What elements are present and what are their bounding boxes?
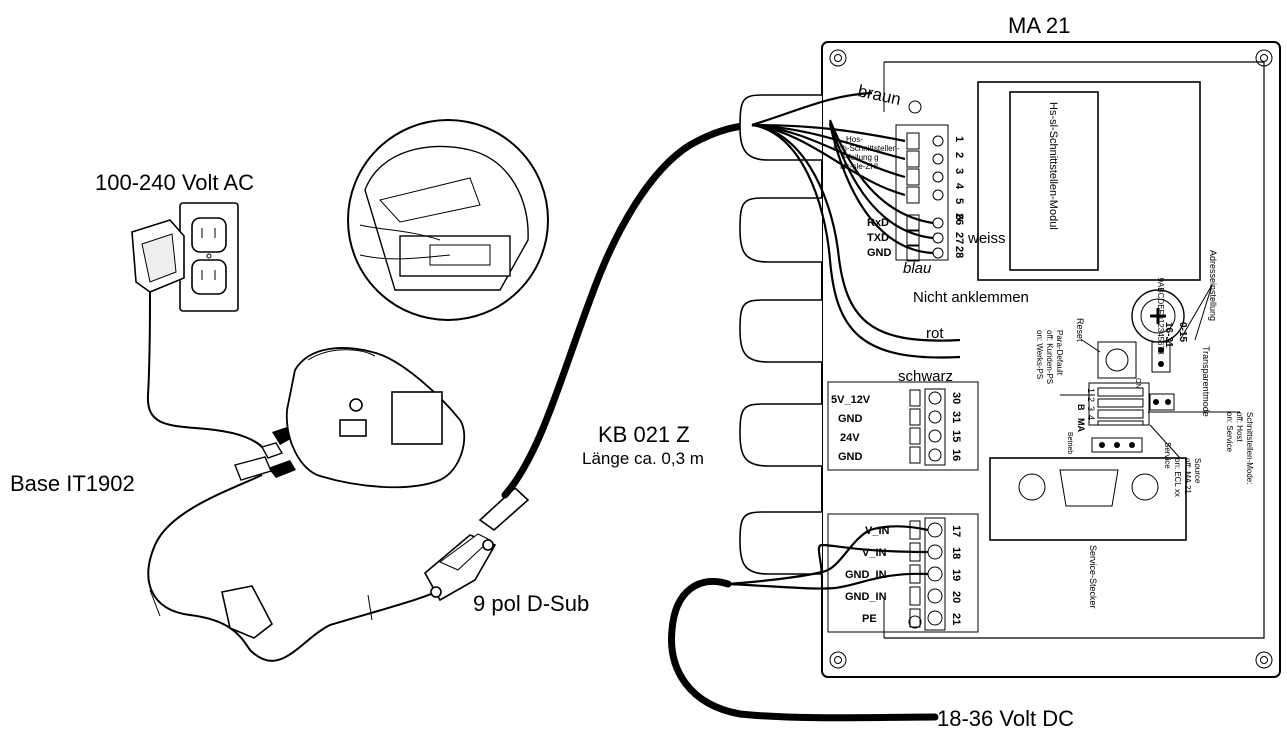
dsub-connector [423, 533, 497, 602]
svg-text:Reset: Reset [1075, 318, 1085, 342]
svg-text:TXD: TXD [867, 232, 889, 244]
svg-text:27: 27 [953, 232, 965, 244]
label-kb-name: KB 021 Z [598, 422, 690, 447]
power-terminal-block [827, 381, 979, 471]
svg-text:on: ECL xx: on: ECL xx [1173, 458, 1182, 497]
svg-text:PE: PE [862, 613, 877, 625]
svg-text:GND: GND [838, 451, 863, 463]
svg-text:GND_IN: GND_IN [845, 591, 887, 603]
svg-text:20: 20 [950, 591, 962, 603]
svg-text:21: 21 [950, 613, 962, 625]
kb021z-cable [501, 121, 756, 499]
svg-text:26: 26 [953, 213, 965, 225]
svg-text:31: 31 [950, 411, 962, 423]
svg-text:0-15: 0-15 [1177, 322, 1188, 342]
svg-text:5V_12V: 5V_12V [831, 394, 871, 406]
label-kb-length: Länge ca. 0,3 m [582, 449, 704, 468]
svg-text:Schnittstellen-Mode:: Schnittstellen-Mode: [1245, 412, 1254, 484]
dip-switch: ON 1 2 3 4 B MA Betrieb [1066, 378, 1150, 454]
svg-text:Service-Stecker: Service-Stecker [1088, 545, 1098, 609]
top-terminal-block [895, 124, 949, 262]
wire-label-nicht-anklemmen: Nicht anklemmen [913, 289, 1029, 306]
wire-label-schwarz: schwarz [898, 368, 953, 385]
svg-text:18: 18 [950, 547, 962, 559]
transparent-label: Transparentmode [1201, 346, 1211, 417]
svg-text:4: 4 [953, 183, 965, 190]
reset-button: Reset [1075, 318, 1137, 379]
svg-text:1: 1 [953, 136, 965, 142]
base-data-cable [147, 474, 441, 662]
top-pin-labels: RxD TXD GND [867, 217, 892, 259]
svg-text:ON: ON [1134, 378, 1141, 389]
power-pin-labels: 5V_12V GND 24V GND 30 31 15 16 [831, 392, 962, 463]
dip-notes: Para-Default off: Kunden-PS on: Werks-PS… [1035, 330, 1254, 497]
svg-text:on: Werks-PS: on: Werks-PS [1035, 330, 1044, 379]
svg-text:2: 2 [1086, 397, 1096, 402]
svg-text:GND: GND [838, 413, 863, 425]
title-ma21: MA 21 [1008, 13, 1070, 38]
svg-text:Hs-sle-ZHL: Hs-sle-ZHL [840, 162, 881, 171]
top-terminal-numbers: 1 2 3 4 5 6 26 27 28 [953, 136, 965, 258]
signal-wires [751, 91, 961, 359]
svg-text:2: 2 [953, 152, 965, 158]
svg-text:MA: MA [1076, 418, 1086, 432]
svg-text:Source: Source [1193, 458, 1202, 484]
svg-text:16-31: 16-31 [1163, 322, 1174, 348]
svg-text:30: 30 [950, 392, 962, 404]
svg-text:GND: GND [867, 247, 892, 259]
label-ac-voltage: 100-240 Volt AC [95, 170, 254, 195]
svg-text:off: Kunden-PS: off: Kunden-PS [1045, 330, 1054, 384]
svg-text:on: Service: on: Service [1225, 412, 1234, 453]
power-adapter [131, 219, 185, 293]
svg-text:Betrieb: Betrieb [1066, 432, 1073, 454]
label-base: Base IT1902 [10, 471, 135, 496]
svg-text:19: 19 [950, 569, 962, 581]
wire-label-blau: blau [903, 260, 932, 277]
wire-label-weiss: weiss [967, 230, 1006, 247]
svg-text:17: 17 [950, 525, 962, 537]
svg-text:5: 5 [953, 198, 965, 204]
svg-text:16: 16 [950, 449, 962, 461]
mode-jumper: Service [1091, 437, 1172, 469]
adapter-cable [146, 291, 263, 448]
svg-text:3: 3 [953, 168, 965, 174]
svg-text:24V: 24V [840, 432, 860, 444]
label-dsub: 9 pol D-Sub [473, 591, 589, 616]
wall-outlet [179, 202, 239, 312]
svg-text:Hos-: Hos- [846, 135, 863, 144]
dc-input-wires [727, 525, 929, 590]
label-dc-voltage: 18-36 Volt DC [937, 706, 1074, 729]
magnified-inset [347, 119, 549, 321]
svg-text:6: 6 [953, 214, 965, 220]
svg-text:4: 4 [1086, 415, 1096, 420]
svg-text:B: B [1076, 404, 1086, 411]
base-it1902 [285, 347, 466, 489]
cable-glands [739, 94, 822, 575]
svg-text:3: 3 [1086, 406, 1096, 411]
svg-text:off: MA 21: off: MA 21 [1183, 458, 1192, 494]
arrow-data [268, 460, 296, 478]
wire-label-rot: rot [926, 325, 944, 342]
svg-text:Adresseinstellung: Adresseinstellung [1208, 250, 1218, 321]
service-connector: Service-Stecker [989, 457, 1187, 609]
svg-text:9ABCDEF012345678: 9ABCDEF012345678 [1156, 278, 1165, 355]
range-jumper: 16-31 0-15 [1151, 322, 1188, 373]
svg-text:1: 1 [1086, 388, 1096, 393]
svg-text:Para-Default: Para-Default [1055, 330, 1064, 376]
svg-text:Service: Service [1163, 442, 1172, 469]
transparent-jumper [1149, 393, 1175, 411]
dc-cable [668, 577, 939, 722]
svg-text:28: 28 [953, 246, 965, 258]
svg-text:15: 15 [950, 430, 962, 442]
svg-text:GND_IN: GND_IN [845, 569, 887, 581]
svg-text:Pfeilung g: Pfeilung g [843, 153, 879, 162]
svg-text:Hs-sl-Schnittstellen-Modul: Hs-sl-Schnittstellen-Modul [1047, 102, 1059, 230]
interface-module: Hs-sl-Schnittstellen-Modul [977, 81, 1201, 281]
svg-text:off: Host: off: Host [1235, 412, 1244, 442]
